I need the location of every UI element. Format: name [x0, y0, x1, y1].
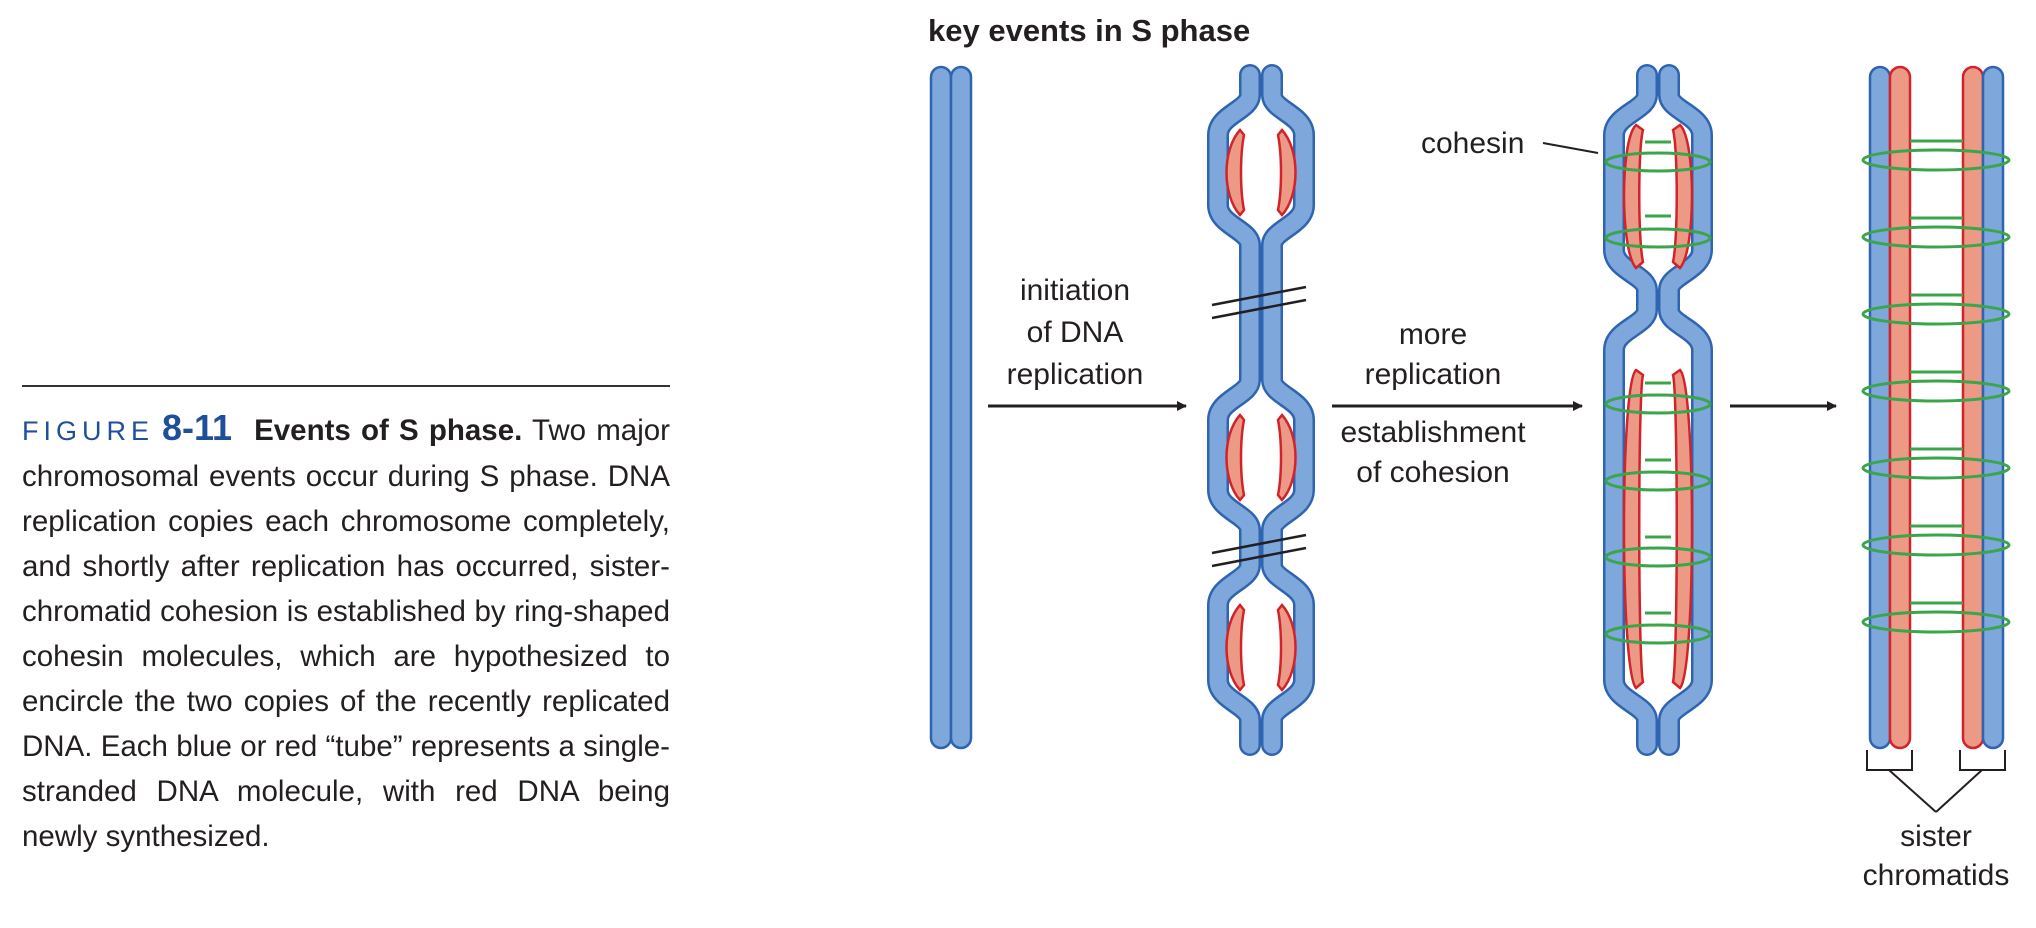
sister-chromatid-brackets [1866, 750, 2006, 813]
new-dna-segments-stage2 [1225, 128, 1297, 692]
diagram-heading: key events in S phase [928, 13, 1250, 48]
svg-text:establishment: establishment [1340, 416, 1526, 449]
break-marks [1211, 285, 1307, 568]
caption-body: Two major chromosomal events occur durin… [22, 414, 670, 853]
svg-text:more: more [1399, 318, 1467, 351]
sister-chromatids [1868, 65, 2005, 750]
cohesin-rings-stage4 [1861, 139, 2011, 634]
replication-bubbles-chromosome [1207, 64, 1315, 756]
step2-label-top: more replication [1365, 318, 1502, 391]
svg-text:replication: replication [1365, 358, 1502, 391]
svg-text:replication: replication [1007, 358, 1144, 391]
figure-label: FIGURE [22, 416, 155, 446]
svg-text:of cohesion: of cohesion [1356, 456, 1509, 489]
unreplicated-chromosome [929, 65, 973, 750]
figure-number: 8-11 [162, 407, 233, 448]
sister-chromatids-label: sister chromatids [1863, 820, 2010, 892]
step1-label: initiation of DNA replication [1007, 274, 1144, 391]
cohesin-label: cohesin [1421, 127, 1524, 160]
svg-text:sister: sister [1900, 820, 1972, 853]
caption-title: Events of S phase. [254, 414, 523, 447]
svg-text:chromatids: chromatids [1863, 859, 2010, 892]
cohesin-rings-stage3 [1604, 140, 1712, 645]
svg-text:of DNA: of DNA [1027, 316, 1124, 349]
step2-label-bottom: establishment of cohesion [1340, 416, 1526, 489]
cohesion-chromosome [1603, 64, 1713, 756]
svg-text:initiation: initiation [1020, 274, 1130, 307]
cohesin-callout: cohesin [1421, 127, 1599, 160]
new-dna-segments-stage3 [1622, 123, 1694, 690]
